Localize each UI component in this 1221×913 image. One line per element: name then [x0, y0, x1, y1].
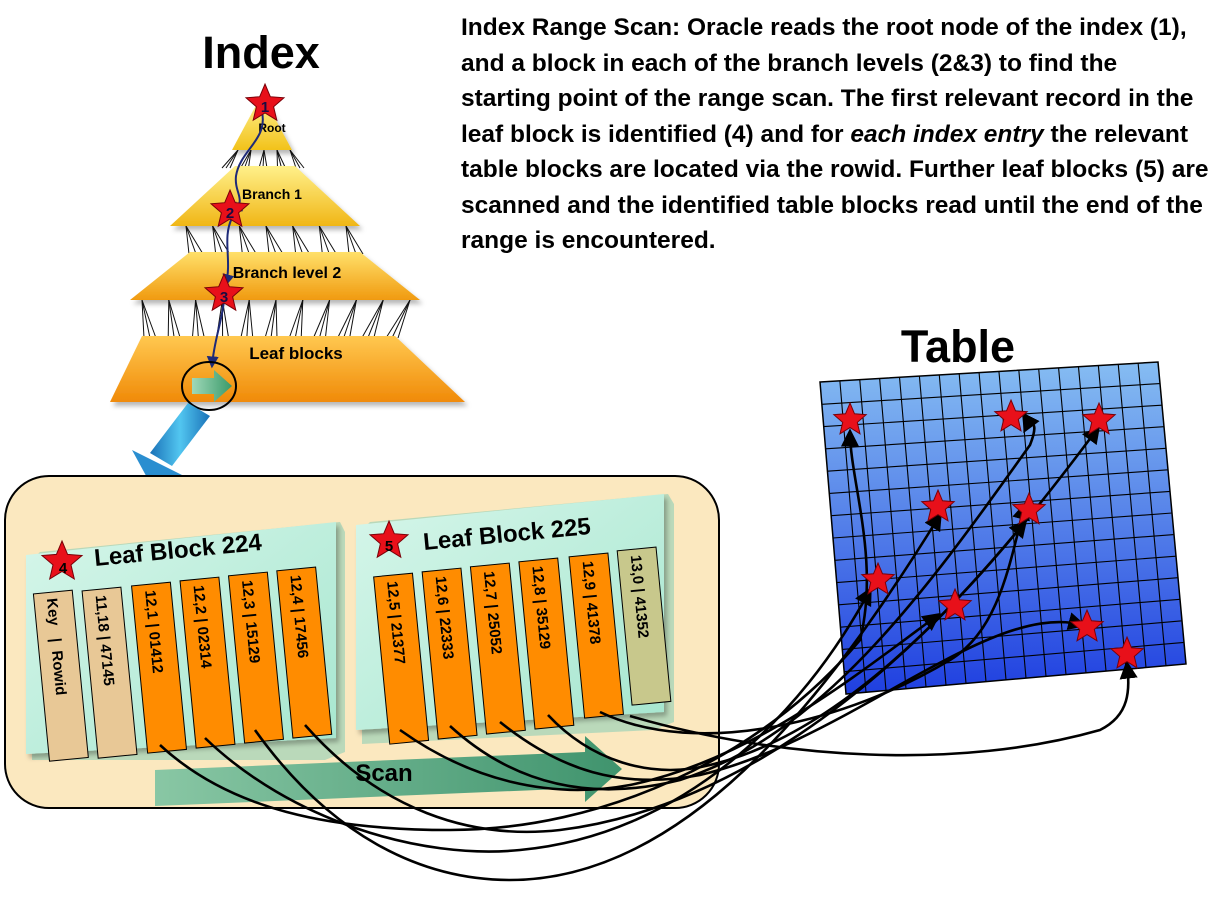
index-step-star-3 — [203, 272, 245, 312]
traversal-path-1-2 — [230, 111, 264, 214]
table-row-star-icon — [920, 488, 956, 522]
table-row-star-icon — [1109, 635, 1145, 669]
index-step-2-label: 2 — [226, 205, 234, 222]
index-step-star-2 — [209, 188, 251, 228]
table-row-star-icon — [860, 561, 896, 595]
rowid-lookup-arrow — [629, 660, 1138, 757]
entry-box — [616, 546, 672, 706]
grid-line — [836, 555, 1177, 584]
table-row-star-icon — [937, 587, 973, 621]
entry-box — [276, 566, 333, 739]
star-icon — [244, 82, 286, 122]
traversal-path-2-3 — [222, 217, 235, 287]
grid-line — [829, 469, 1169, 494]
entry-key-rowid-header — [32, 589, 89, 762]
star-icon — [40, 539, 84, 581]
leaf-block-225-entries: 12,5 | 21377 12,6 | 22333 12,7 | 25052 1… — [373, 546, 672, 745]
table-row-star-icon — [1069, 608, 1105, 642]
index-title: Index — [202, 27, 320, 78]
table-row-star-icon — [993, 398, 1029, 432]
leaf-block-224-entries: Key | Rowid 11,18 | 47145 12,1 | 01412 1… — [32, 566, 333, 762]
scan-label: Scan — [355, 760, 412, 787]
leaf-block-224-step-label: 4 — [59, 560, 68, 577]
leaf-green-arrow-icon — [192, 370, 232, 402]
grid-line — [823, 404, 1163, 428]
rowid-lookup-arrows — [159, 412, 1138, 882]
leaf-block-224-step-star — [40, 539, 84, 581]
range-scan-description: Index Range Scan: Oracle reads the root … — [461, 10, 1211, 259]
table-title: Table — [901, 321, 1015, 372]
index-branch1-level — [170, 166, 360, 226]
rowid-lookup-arrow — [253, 511, 942, 882]
index-step-3-label: 3 — [220, 289, 228, 306]
rowid-lookup-arrow — [499, 612, 1087, 782]
leaf-block-225-step-label: 5 — [385, 538, 393, 555]
star-icon — [368, 519, 410, 559]
grid-line — [838, 577, 1179, 606]
index-step-1-label: 1 — [261, 99, 269, 116]
entry-box — [421, 567, 478, 740]
description-part2: the relevant table blocks are located vi… — [461, 120, 1209, 255]
branch2-label: Branch level 2 — [233, 265, 342, 282]
entry-box — [568, 552, 624, 719]
traversal-path-3-leaf — [206, 299, 225, 369]
entry-box — [373, 572, 430, 745]
branch1-label: Branch 1 — [242, 186, 302, 202]
grid-line — [840, 598, 1181, 628]
grid-line — [821, 383, 1161, 405]
root-label: Root — [258, 121, 285, 135]
grid-line — [827, 447, 1167, 472]
index-step-star-1 — [244, 82, 286, 122]
entry-box — [469, 562, 526, 735]
rowid-lookup-arrow — [449, 412, 1040, 791]
table-row-star-icon — [1081, 401, 1117, 435]
rowid-lookup-arrow — [399, 612, 941, 792]
table-row-stars — [832, 398, 1145, 669]
table-row-star-icon — [1011, 491, 1047, 525]
star-icon — [209, 188, 251, 228]
table-row-star-icon — [832, 401, 868, 435]
index-branch2-level — [130, 252, 420, 300]
grid-line — [831, 490, 1171, 517]
rowid-lookup-arrow — [204, 586, 872, 853]
description-emphasis: each index entry — [850, 120, 1044, 148]
rowid-lookup-arrow — [599, 501, 1030, 735]
entry-box — [81, 586, 138, 759]
leaf-highlight-circle — [181, 361, 237, 411]
leaf-blocks-label: Leaf blocks — [249, 344, 343, 363]
star-icon — [203, 272, 245, 312]
grid-line — [832, 512, 1173, 539]
leaf-block-225-step-star — [368, 519, 410, 559]
index-fan-lines — [141, 149, 411, 339]
rowid-lookup-arrow — [159, 428, 869, 832]
pipe-arrow-icon — [132, 403, 210, 483]
description-part1: Index Range Scan: Oracle reads the root … — [461, 14, 1194, 148]
entry-box — [518, 557, 575, 730]
